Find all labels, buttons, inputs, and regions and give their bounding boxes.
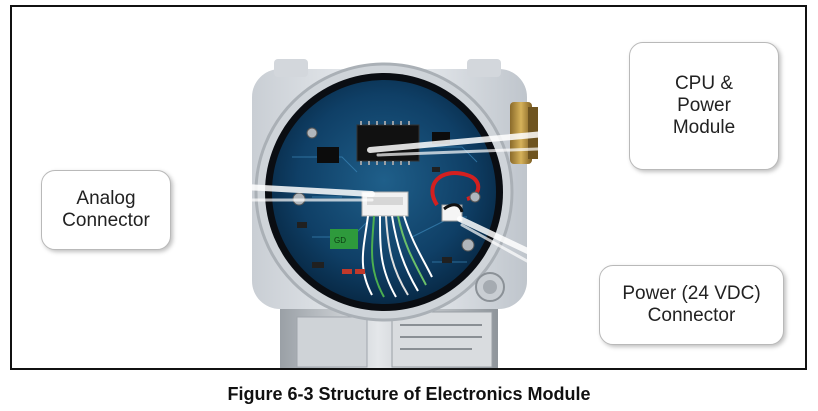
ribbon-wires bbox=[361, 215, 433, 298]
board-screws bbox=[292, 127, 481, 252]
nameplate bbox=[391, 311, 493, 368]
green-component bbox=[330, 229, 358, 249]
svg-text:GD: GD bbox=[334, 236, 346, 245]
callout-cpu-power-module: CPU & Power Module bbox=[629, 42, 779, 170]
callout-leaders bbox=[169, 122, 645, 309]
figure-caption: Figure 6-3 Structure of Electronics Modu… bbox=[227, 384, 591, 404]
figure-frame: GD bbox=[10, 5, 807, 370]
callout-power-connector: Power (24 VDC) Connector bbox=[599, 265, 784, 345]
callout-analog-connector: Analog Connector bbox=[41, 170, 171, 250]
electronics-module-photo: GD bbox=[169, 59, 645, 368]
